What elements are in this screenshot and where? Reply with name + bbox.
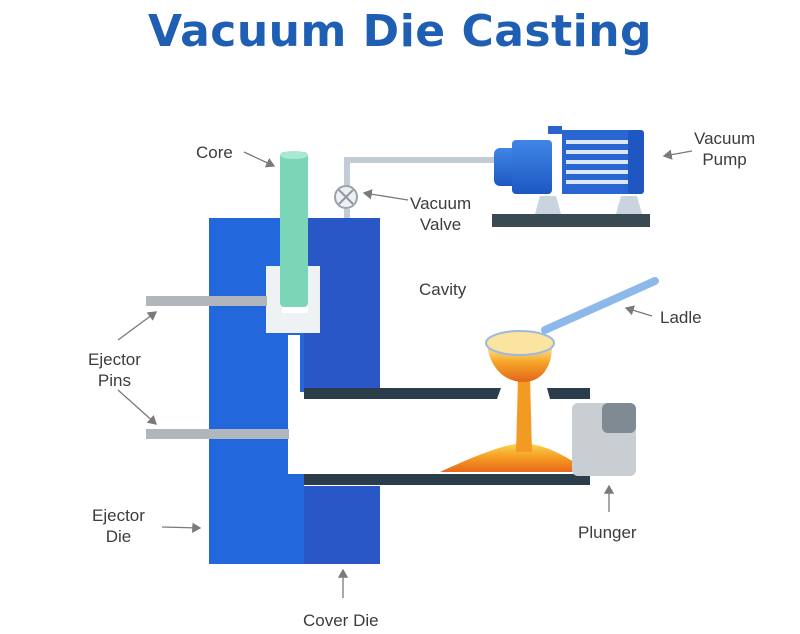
label-core: Core	[196, 143, 233, 162]
shot-sleeve	[304, 388, 590, 485]
plunger	[572, 403, 636, 476]
ladle-handle	[541, 277, 659, 334]
vacuum-pump	[492, 126, 650, 227]
die-cavity	[288, 335, 588, 474]
pump-base-plate	[492, 214, 650, 227]
label-vacuum-valve: Vacuum Valve	[410, 194, 472, 234]
label-plunger: Plunger	[578, 523, 637, 542]
label-ejector-pins: Ejector Pins	[88, 350, 141, 390]
label-cavity: Cavity	[419, 280, 467, 299]
cover-die	[304, 218, 380, 564]
molten-metal	[440, 444, 588, 472]
pump-foot	[535, 196, 561, 214]
label-vacuum-pump: Vacuum Pump	[694, 129, 756, 169]
ladle	[485, 277, 659, 382]
ejector-pin	[146, 296, 267, 306]
label-cover-die: Cover Die	[303, 611, 379, 630]
label-ejector-die: Ejector Die	[92, 506, 145, 546]
label-ladle: Ladle	[660, 308, 702, 327]
core	[280, 152, 308, 307]
metal-stream	[516, 378, 532, 452]
pump-motor	[512, 140, 552, 194]
vacuum-valve	[334, 185, 358, 209]
ejector-pin	[146, 429, 289, 439]
pump-end-plate	[628, 130, 644, 194]
pump-fins	[566, 140, 628, 184]
pump-foot	[616, 196, 642, 214]
diagram-title: Vacuum Die Casting	[147, 6, 653, 57]
leader-arrows	[117, 149, 693, 598]
